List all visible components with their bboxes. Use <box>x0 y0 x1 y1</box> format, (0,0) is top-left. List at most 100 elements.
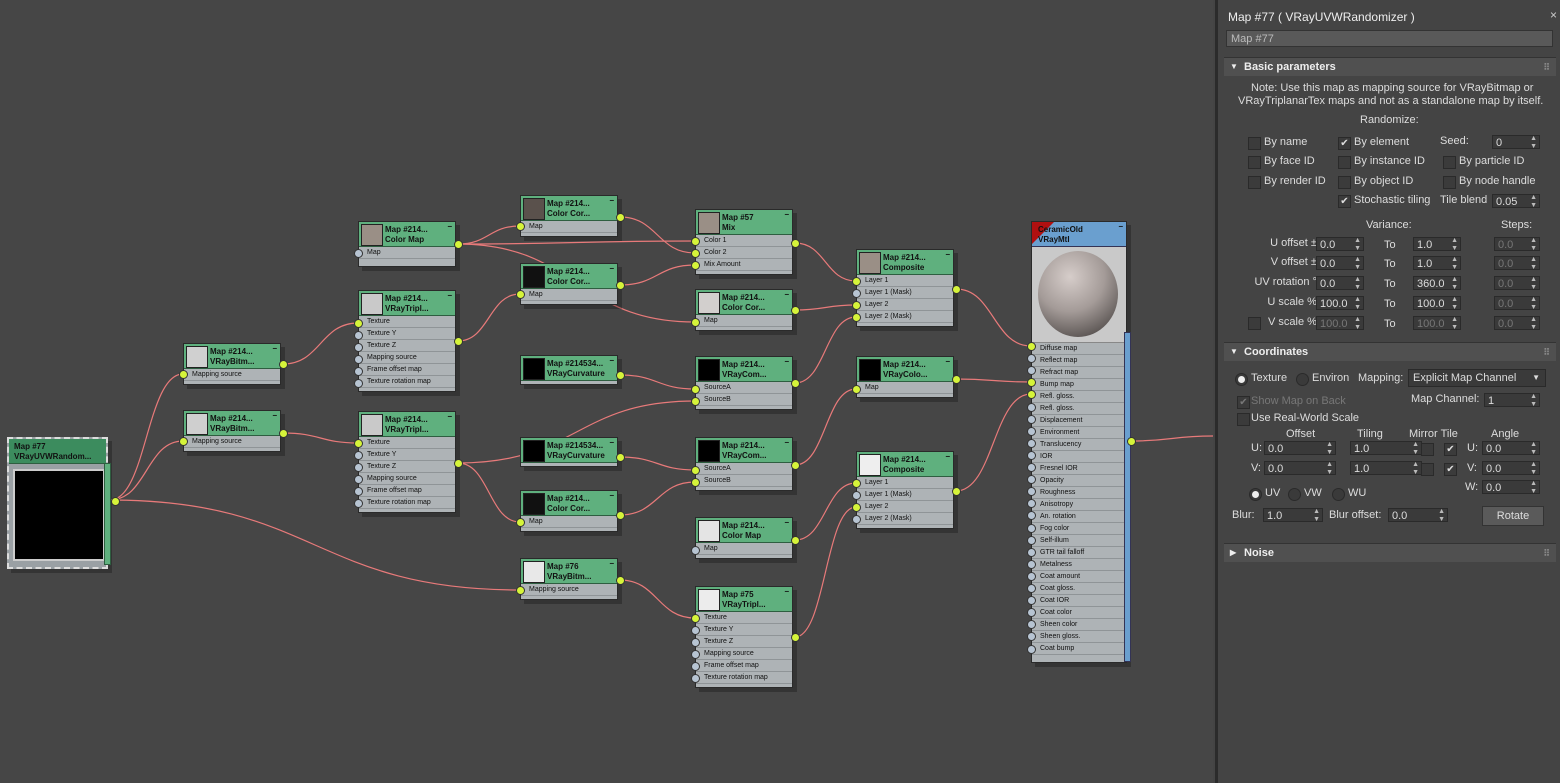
close-icon[interactable]: × <box>1549 8 1557 22</box>
u-offset-spinner[interactable]: 0.0▲▼ <box>1264 441 1336 456</box>
rotate-button[interactable]: Rotate <box>1482 506 1544 526</box>
input-socket[interactable] <box>691 385 700 394</box>
input-socket[interactable] <box>691 318 700 327</box>
output-socket[interactable] <box>454 240 463 249</box>
input-socket[interactable] <box>179 370 188 379</box>
node-color-map-1[interactable]: Map #214... Color Map− Map <box>358 221 456 267</box>
input-socket[interactable] <box>1027 366 1036 375</box>
node-vraycomptex-1[interactable]: Map #214... VRayCom...− SourceA SourceB <box>695 356 793 410</box>
map-name-field[interactable]: Map #77 <box>1226 30 1553 47</box>
input-socket[interactable] <box>691 546 700 555</box>
input-socket[interactable] <box>354 355 363 364</box>
node-vraybitmap-76[interactable]: Map #76 VRayBitm...− Mapping source <box>520 558 618 600</box>
real-world-scale-checkbox[interactable] <box>1237 413 1250 426</box>
input-socket[interactable] <box>1027 378 1036 387</box>
node-vrayuvwrandomizer[interactable]: Map #77 VRayUVWRandom... <box>7 437 120 569</box>
input-socket[interactable] <box>852 479 861 488</box>
output-socket[interactable] <box>111 497 120 506</box>
input-socket[interactable] <box>1027 632 1036 641</box>
u-tiling-spinner[interactable]: 1.0▲▼ <box>1350 441 1422 456</box>
input-socket[interactable] <box>691 650 700 659</box>
vw-radio[interactable] <box>1288 488 1301 501</box>
input-socket[interactable] <box>1027 354 1036 363</box>
input-socket[interactable] <box>1027 524 1036 533</box>
output-socket[interactable] <box>791 306 800 315</box>
input-socket[interactable] <box>691 662 700 671</box>
rollout-noise[interactable]: ▶ Noise ⠿ <box>1224 543 1556 562</box>
input-socket[interactable] <box>691 397 700 406</box>
wu-radio[interactable] <box>1332 488 1345 501</box>
node-color-correction-2[interactable]: Map #214... Color Cor...− Map <box>520 263 618 305</box>
uv-radio[interactable] <box>1249 488 1262 501</box>
node-vraycomptex-2[interactable]: Map #214... VRayCom...− SourceA SourceB <box>695 437 793 491</box>
input-socket[interactable] <box>1027 463 1036 472</box>
input-socket[interactable] <box>852 491 861 500</box>
input-socket[interactable] <box>516 222 525 231</box>
input-socket[interactable] <box>1027 342 1036 351</box>
variance-to-spinner[interactable]: 1.0▲▼ <box>1413 256 1461 271</box>
steps-spinner[interactable]: 0.0▲▼ <box>1494 256 1540 271</box>
by-render-id-checkbox[interactable] <box>1248 176 1261 189</box>
output-socket[interactable] <box>791 536 800 545</box>
node-vraybitmap-2[interactable]: Map #214... VRayBitm...− Mapping source <box>183 410 281 452</box>
by-element-checkbox[interactable]: ✔ <box>1338 137 1351 150</box>
variance-from-spinner[interactable]: 100.0▲▼ <box>1316 296 1364 311</box>
u-angle-spinner[interactable]: 0.0▲▼ <box>1482 441 1540 456</box>
input-socket[interactable] <box>691 249 700 258</box>
node-mix[interactable]: Map #57 Mix− Color 1 Color 2 Mix Amount <box>695 209 793 275</box>
steps-spinner[interactable]: 0.0▲▼ <box>1494 237 1540 252</box>
input-socket[interactable] <box>691 614 700 623</box>
input-socket[interactable] <box>852 515 861 524</box>
node-color-correction-1[interactable]: Map #214... Color Cor...− Map <box>520 195 618 237</box>
output-socket[interactable] <box>616 281 625 290</box>
input-socket[interactable] <box>1027 415 1036 424</box>
output-socket[interactable] <box>616 453 625 462</box>
by-face-id-checkbox[interactable] <box>1248 156 1261 169</box>
input-socket[interactable] <box>1027 620 1036 629</box>
input-socket[interactable] <box>852 503 861 512</box>
input-socket[interactable] <box>1027 403 1036 412</box>
input-socket[interactable] <box>852 289 861 298</box>
by-particle-id-checkbox[interactable] <box>1443 156 1456 169</box>
input-socket[interactable] <box>179 437 188 446</box>
input-socket[interactable] <box>691 237 700 246</box>
output-socket[interactable] <box>952 375 961 384</box>
variance-to-spinner[interactable]: 1.0▲▼ <box>1413 237 1461 252</box>
variance-to-spinner[interactable]: 100.0▲▼ <box>1413 316 1461 331</box>
input-socket[interactable] <box>852 301 861 310</box>
node-vraybitmap-1[interactable]: Map #214... VRayBitm...− Mapping source <box>183 343 281 385</box>
input-socket[interactable] <box>1027 560 1036 569</box>
input-socket[interactable] <box>516 518 525 527</box>
input-socket[interactable] <box>1027 475 1036 484</box>
w-angle-spinner[interactable]: 0.0▲▼ <box>1482 480 1540 495</box>
input-socket[interactable] <box>354 451 363 460</box>
node-color-correction-4[interactable]: Map #214... Color Cor...− Map <box>695 289 793 331</box>
input-socket[interactable] <box>852 313 861 322</box>
tile-blend-spinner[interactable]: 0.05▲▼ <box>1492 194 1540 209</box>
output-socket[interactable] <box>616 511 625 520</box>
steps-spinner[interactable]: 0.0▲▼ <box>1494 276 1540 291</box>
node-vraycurvature-1[interactable]: Map #214534... VRayCurvature− <box>520 355 618 385</box>
node-vraytriplanar-2[interactable]: Map #214... VRayTripl...− Texture Textur… <box>358 411 456 513</box>
by-instance-id-checkbox[interactable] <box>1338 156 1351 169</box>
seed-spinner[interactable]: 0▲▼ <box>1492 135 1540 150</box>
v-offset-spinner[interactable]: 0.0▲▼ <box>1264 461 1336 476</box>
map-channel-spinner[interactable]: 1▲▼ <box>1484 393 1540 408</box>
output-socket[interactable] <box>454 459 463 468</box>
rollout-coordinates[interactable]: ▼ Coordinates ⠿ <box>1224 342 1556 361</box>
output-socket[interactable] <box>454 337 463 346</box>
node-color-map-2[interactable]: Map #214... Color Map− Map <box>695 517 793 559</box>
output-socket[interactable] <box>279 429 288 438</box>
input-socket[interactable] <box>516 586 525 595</box>
input-socket[interactable] <box>1027 584 1036 593</box>
node-composite-2[interactable]: Map #214... Composite− Layer 1 Layer 1 (… <box>856 451 954 529</box>
variance-from-spinner[interactable]: 0.0▲▼ <box>1316 256 1364 271</box>
input-socket[interactable] <box>1027 596 1036 605</box>
input-socket[interactable] <box>1027 451 1036 460</box>
output-socket[interactable] <box>616 576 625 585</box>
input-socket[interactable] <box>691 674 700 683</box>
input-socket[interactable] <box>852 385 861 394</box>
input-socket[interactable] <box>354 343 363 352</box>
input-socket[interactable] <box>354 475 363 484</box>
input-socket[interactable] <box>1027 608 1036 617</box>
